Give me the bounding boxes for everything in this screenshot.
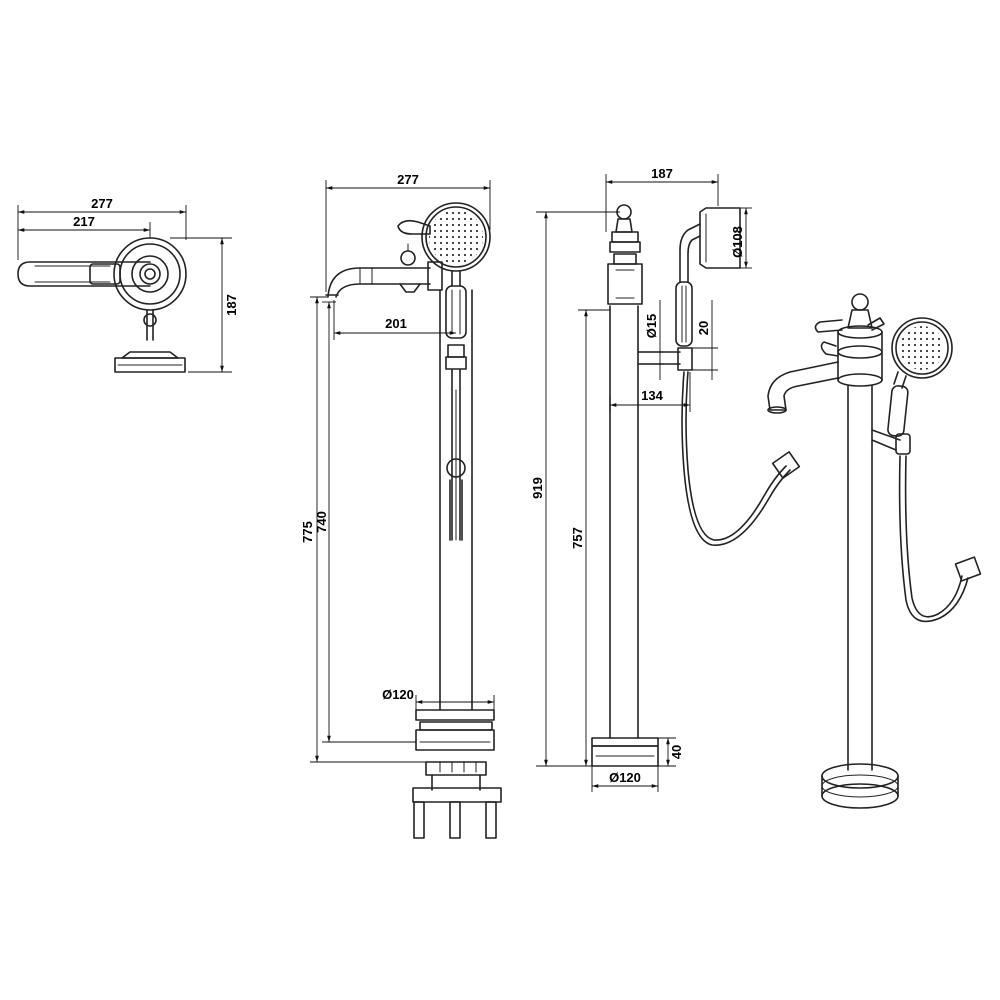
perspective-view [767,293,982,809]
front-spout-reach-label: 201 [385,316,407,331]
valve-knob-icon [851,293,869,311]
top-depth-label: 187 [224,294,239,316]
side-pipe-diameter-label: Ø15 [644,314,659,339]
perspective-shower-nozzles-icon [900,326,944,370]
side-total-width-label: 187 [651,166,673,181]
side-view-outline [591,204,801,767]
side-dim-120: Ø120 [591,766,659,792]
top-dim-187: 187 [170,237,239,373]
side-dim-919: 919 [530,211,620,767]
side-column-height-label: 757 [570,527,585,549]
front-total-width-label: 277 [397,172,419,187]
front-view: 277 201 775 740 Ø120 [300,172,502,839]
side-dim-187: 187 [605,166,719,232]
top-dim-217: 217 [18,214,151,238]
side-base-height-label: 40 [669,745,684,759]
side-holder-offset-label: 134 [641,388,663,403]
side-handshower-diameter-label: Ø108 [730,226,745,258]
top-dim-277: 277 [17,196,187,260]
side-base-diameter-label: Ø120 [609,770,641,785]
front-spout-outlet-height-label: 740 [314,511,329,533]
side-view: 187 Ø108 Ø15 20 134 [530,166,801,792]
top-view-outline [17,237,187,373]
front-dim-775: 775 [300,296,426,763]
side-dim-108: Ø108 [730,207,752,269]
side-dim-40: 40 [658,737,684,767]
front-base-diameter-label: Ø120 [382,687,414,702]
front-dim-201: 201 [333,300,456,340]
front-dim-740: 740 [314,301,416,743]
side-dim-757: 757 [570,309,610,766]
side-dim-134: 134 [609,372,691,412]
side-dim-15: Ø15 [640,300,664,380]
front-view-outline [325,202,502,839]
top-spout-width-label: 217 [73,214,95,229]
shower-nozzles-icon [429,210,483,264]
front-dim-277: 277 [325,172,491,292]
side-holder-size-label: 20 [696,321,711,335]
side-total-height-label: 919 [530,477,545,499]
top-total-width-label: 277 [91,196,113,211]
front-dim-120: Ø120 [382,687,495,710]
side-dim-20: 20 [692,300,718,380]
front-spout-height-label: 775 [300,521,315,543]
top-view: 277 217 187 [17,196,239,373]
